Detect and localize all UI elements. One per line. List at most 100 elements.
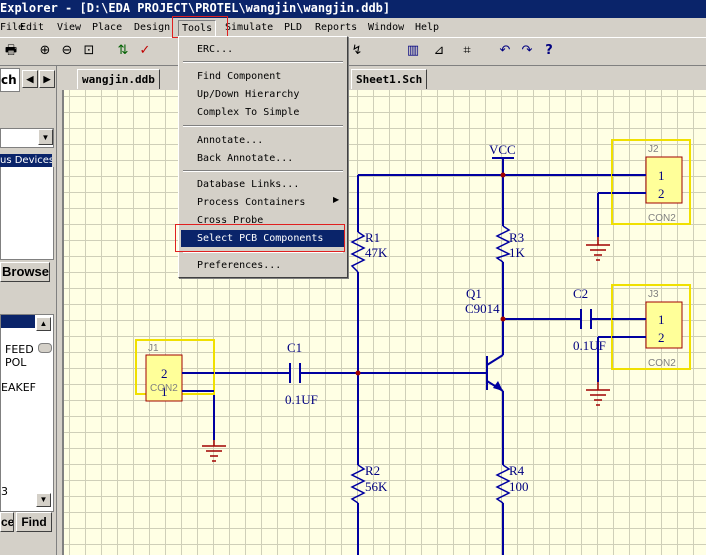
resistors: [350, 225, 511, 504]
menu-item-complex-to-simple[interactable]: Complex To Simple: [197, 107, 300, 118]
scroll-up-button[interactable]: ▲: [36, 317, 51, 331]
menu-design[interactable]: Design: [134, 22, 171, 33]
menu-item-database-links[interactable]: Database Links...: [197, 179, 300, 190]
j3-ref: J3: [648, 289, 659, 300]
menu-window[interactable]: Window: [368, 22, 405, 33]
tab-sheet1-sch[interactable]: Sheet1.Sch: [351, 69, 428, 89]
connector-j3[interactable]: [611, 284, 691, 370]
j2-pin: 1: [658, 168, 665, 183]
toolbar: 🖶 ⊕ ⊖ ⊡ ⇅ ✓ ↯ ▥ ⊿ ⌗ ↶ ↷ ?: [0, 38, 706, 66]
place-button[interactable]: ce: [0, 512, 14, 532]
j2-type: CON2: [648, 213, 676, 224]
menu-separator: [183, 125, 343, 127]
menu-item-back-annotate[interactable]: Back Annotate...: [197, 153, 294, 164]
select-pcb-highlight-box: [175, 224, 345, 252]
menu-item-preferences[interactable]: Preferences...: [197, 260, 282, 271]
zoom-in-icon[interactable]: ⊕: [39, 43, 51, 58]
list-item[interactable]: EAKEF: [1, 381, 36, 394]
tab-scroll-right-button[interactable]: ▶: [39, 70, 55, 88]
list-item[interactable]: POL: [5, 356, 27, 369]
j3-type: CON2: [648, 358, 676, 369]
hierarchy-icon[interactable]: ⇅: [117, 43, 129, 58]
chevron-down-icon[interactable]: ▼: [38, 129, 53, 145]
tools-dropdown-menu: ERC... Find Component Up/Down Hierarchy …: [178, 36, 348, 278]
list-item-selected[interactable]: [1, 315, 35, 328]
menu-item-process-containers[interactable]: Process Containers: [197, 197, 306, 208]
c1-ref: C1: [287, 340, 302, 355]
tab-wangjin-ddb[interactable]: wangjin.ddb: [77, 69, 160, 89]
resistor-r1: [350, 231, 366, 273]
menu-item-select-pcb-components[interactable]: Select PCB Components: [181, 230, 345, 247]
component-list[interactable]: FEED POL EAKEF 3 ▲ ▼: [0, 314, 54, 512]
r2-value: 56K: [365, 479, 388, 494]
ground-icon: [202, 440, 226, 462]
menu-view[interactable]: View: [57, 22, 82, 33]
library-select[interactable]: ▼: [0, 128, 54, 148]
j2-ref: J2: [648, 144, 659, 155]
menu-place[interactable]: Place: [92, 22, 123, 33]
menu-reports[interactable]: Reports: [315, 22, 358, 33]
menu-item-up-down-hierarchy[interactable]: Up/Down Hierarchy: [197, 89, 300, 100]
submenu-arrow-icon: ▶: [333, 195, 340, 204]
library-list[interactable]: [0, 167, 54, 260]
device-list-item[interactable]: us Devices: [0, 154, 52, 167]
redo-icon[interactable]: ↷: [521, 43, 533, 58]
zoom-out-icon[interactable]: ⊖: [61, 43, 73, 58]
wires: [213, 158, 612, 555]
c2-value: 0.1UF: [573, 338, 606, 353]
menu-item-annotate[interactable]: Annotate...: [197, 135, 264, 146]
menu-pld[interactable]: PLD: [284, 22, 303, 33]
menu-file[interactable]: File: [0, 22, 25, 33]
menu-item-cross-probe[interactable]: Cross Probe: [197, 215, 264, 226]
j1-pin: 1: [161, 384, 168, 399]
q1-ref: Q1: [466, 286, 482, 301]
connector-j2[interactable]: [611, 139, 691, 225]
place-part-icon[interactable]: ⊿: [433, 43, 445, 58]
print-icon[interactable]: 🖶: [4, 43, 18, 58]
j2-pin: 2: [658, 186, 665, 201]
undo-icon[interactable]: ↶: [499, 43, 511, 58]
window-title-bar: Explorer - [D:\EDA PROJECT\PROTEL\wangji…: [0, 0, 706, 18]
menu-help[interactable]: Help: [415, 22, 440, 33]
panel-tab[interactable]: ch: [0, 68, 20, 92]
browse-button[interactable]: Browse: [0, 262, 50, 282]
menu-edit[interactable]: Edit: [20, 22, 45, 33]
menu-bar: File Edit View Place Design Tools Simula…: [0, 18, 706, 38]
tab-scroll-left-button[interactable]: ◀: [22, 70, 38, 88]
wire-icon[interactable]: ↯: [351, 43, 363, 58]
c2-ref: C2: [573, 286, 588, 301]
vcc-label: VCC: [489, 142, 516, 157]
library-icon[interactable]: ▥: [406, 43, 420, 58]
menu-item-find-component[interactable]: Find Component: [197, 71, 282, 82]
junction-icon[interactable]: ⌗: [463, 43, 471, 58]
cross-probe-icon[interactable]: ✓: [139, 43, 151, 58]
schematic-canvas[interactable]: [62, 90, 706, 555]
connector-j1[interactable]: [135, 339, 215, 402]
r1-value: 47K: [365, 245, 388, 260]
ground-symbols: [202, 237, 610, 462]
capacitors: [289, 309, 592, 383]
resistor-r3: [495, 225, 511, 263]
list-item[interactable]: FEED: [5, 343, 34, 356]
j1-pin: 2: [161, 366, 168, 381]
window-title: Explorer - [D:\EDA PROJECT\PROTEL\wangji…: [0, 1, 391, 15]
scroll-down-button[interactable]: ▼: [36, 493, 51, 507]
menu-separator: [183, 170, 343, 172]
r2-ref: R2: [365, 463, 380, 478]
junctions: [355, 172, 506, 376]
scroll-thumb[interactable]: [38, 343, 52, 353]
menu-simulate[interactable]: Simulate: [225, 22, 274, 33]
zoom-fit-icon[interactable]: ⊡: [83, 43, 95, 58]
j1-ref: J1: [148, 343, 159, 354]
transistor-arrow: [493, 381, 503, 391]
c1-value: 0.1UF: [285, 392, 318, 407]
menu-item-erc[interactable]: ERC...: [197, 44, 234, 55]
help-icon[interactable]: ?: [545, 43, 553, 58]
document-tabs: wangjin.ddb Sheet1.Sch: [57, 66, 706, 90]
list-item[interactable]: 3: [1, 485, 8, 498]
find-button[interactable]: Find: [16, 512, 52, 532]
ground-icon: [586, 237, 610, 261]
j1-type: CON2: [150, 383, 178, 394]
ground-icon: [586, 382, 610, 406]
r4-value: 100: [509, 479, 529, 494]
